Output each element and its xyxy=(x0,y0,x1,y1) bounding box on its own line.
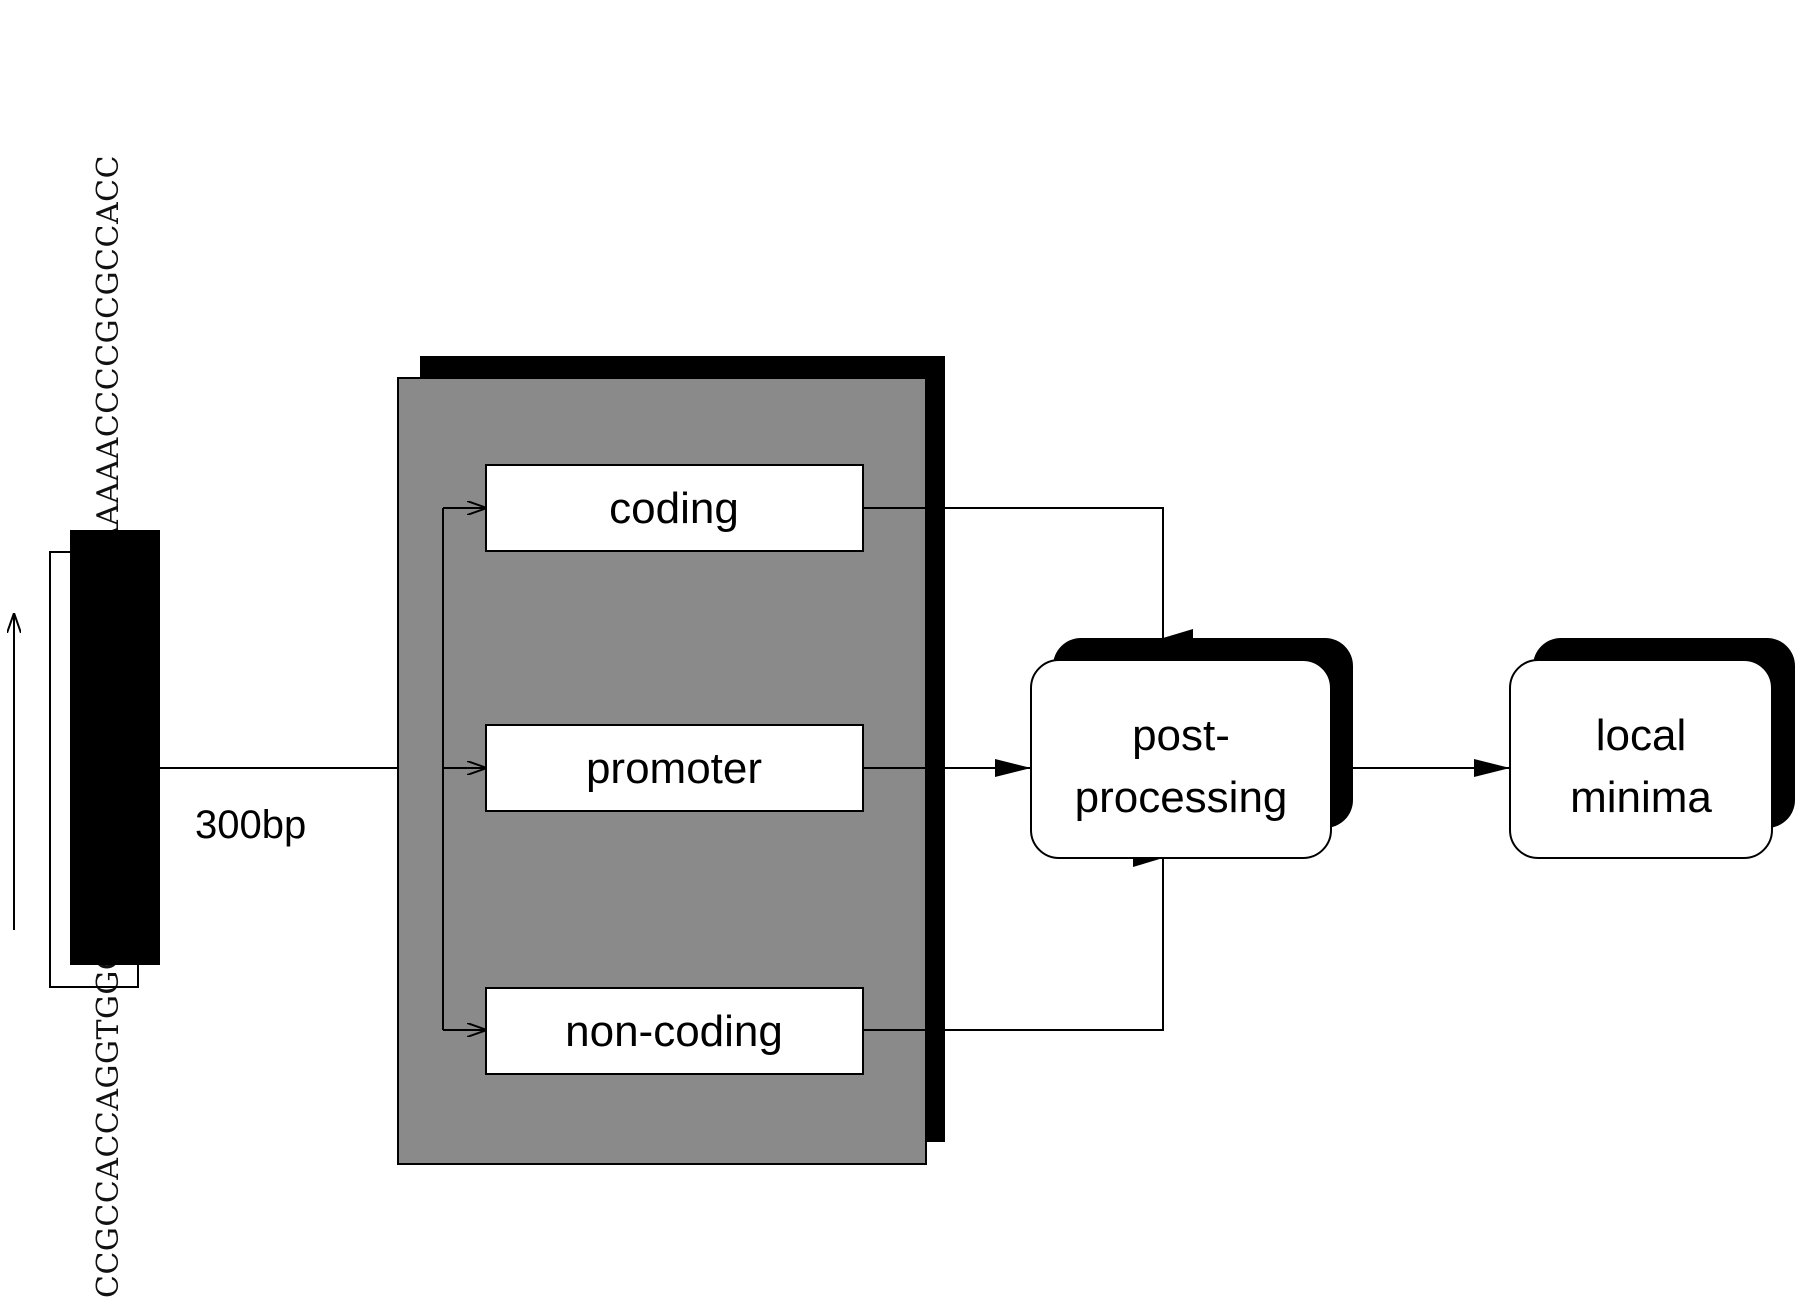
postproc-label-line2: processing xyxy=(1075,773,1288,822)
postproc-box xyxy=(1030,659,1332,859)
noncoding-to-postproc xyxy=(863,849,1164,1031)
coding-box xyxy=(485,464,864,552)
promoter-label: promoter xyxy=(586,744,762,793)
promoter-box xyxy=(485,724,864,812)
coding-label: coding xyxy=(609,484,739,533)
postproc-label-line1: post- xyxy=(1132,711,1230,760)
noncoding-box xyxy=(485,987,864,1075)
minima-label-line1: local xyxy=(1596,711,1687,760)
noncoding-label: non-coding xyxy=(565,1007,783,1056)
window-shadow xyxy=(70,530,160,965)
minima-label-line2: minima xyxy=(1570,773,1712,822)
minima-box xyxy=(1509,659,1773,859)
window-box xyxy=(49,551,139,988)
window-size-label: 300bp xyxy=(195,803,306,847)
coding-to-postproc xyxy=(863,507,1193,647)
